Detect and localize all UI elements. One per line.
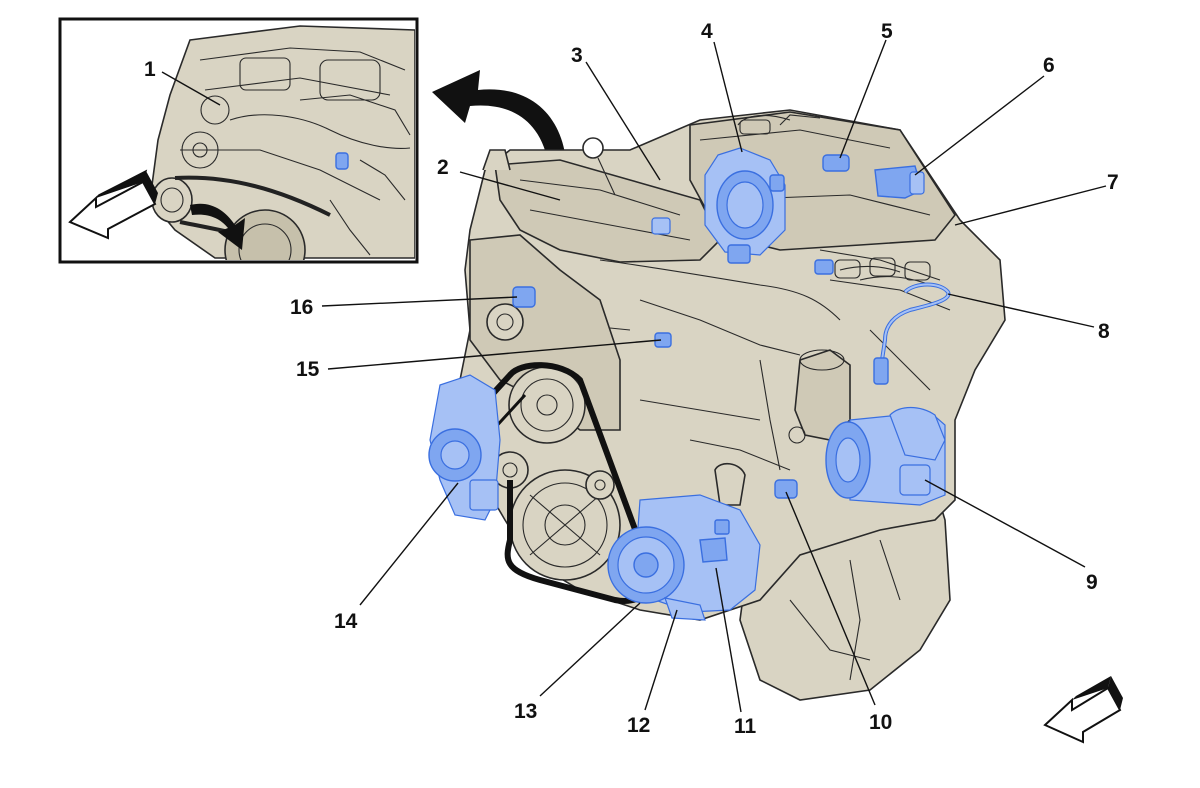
part-8-oxygen-sensor <box>873 282 951 385</box>
part-9-starter-motor <box>825 406 946 506</box>
callout-1: 1 <box>144 58 156 81</box>
callout-labels: 1 2 3 4 5 6 7 8 9 10 11 12 13 14 15 16 <box>144 20 1119 738</box>
callout-9: 9 <box>1086 571 1098 594</box>
direction-arrow-icon <box>68 169 158 240</box>
callout-12: 12 <box>627 714 650 737</box>
engine-assembly <box>428 109 1006 701</box>
part-5-sensor <box>822 154 850 172</box>
callout-11: 11 <box>734 715 757 738</box>
part-10-sensor <box>774 479 798 499</box>
inset-part-1-highlight <box>335 152 349 170</box>
inset-engine-body <box>149 25 415 259</box>
intake-manifold <box>494 159 721 263</box>
callout-15: 15 <box>296 358 320 381</box>
callout-16: 16 <box>290 296 313 319</box>
part-13-compressor-pulley <box>607 526 685 604</box>
inset-detail-view <box>58 17 419 264</box>
callout-6: 6 <box>1043 54 1055 77</box>
callout-10: 10 <box>869 711 892 734</box>
callout-2: 2 <box>437 156 449 179</box>
part-14-steering-pump <box>428 374 501 521</box>
part-7-connector <box>814 259 834 275</box>
callout-5: 5 <box>881 20 893 43</box>
leader-lines <box>161 39 1107 713</box>
callout-14: 14 <box>334 610 358 633</box>
part-4-throttle-body <box>704 147 786 264</box>
part-6-sensor <box>874 165 925 199</box>
direction-arrow-icon <box>1043 676 1123 744</box>
callout-4: 4 <box>701 20 713 43</box>
callout-3: 3 <box>571 44 583 67</box>
callout-13: 13 <box>514 700 537 723</box>
inset-curved-arrow-icon <box>190 203 245 250</box>
idler-pulley-upper <box>508 366 586 444</box>
callout-8: 8 <box>1098 320 1110 343</box>
callout-7: 7 <box>1107 171 1119 194</box>
curved-arrow-icon <box>432 70 566 162</box>
